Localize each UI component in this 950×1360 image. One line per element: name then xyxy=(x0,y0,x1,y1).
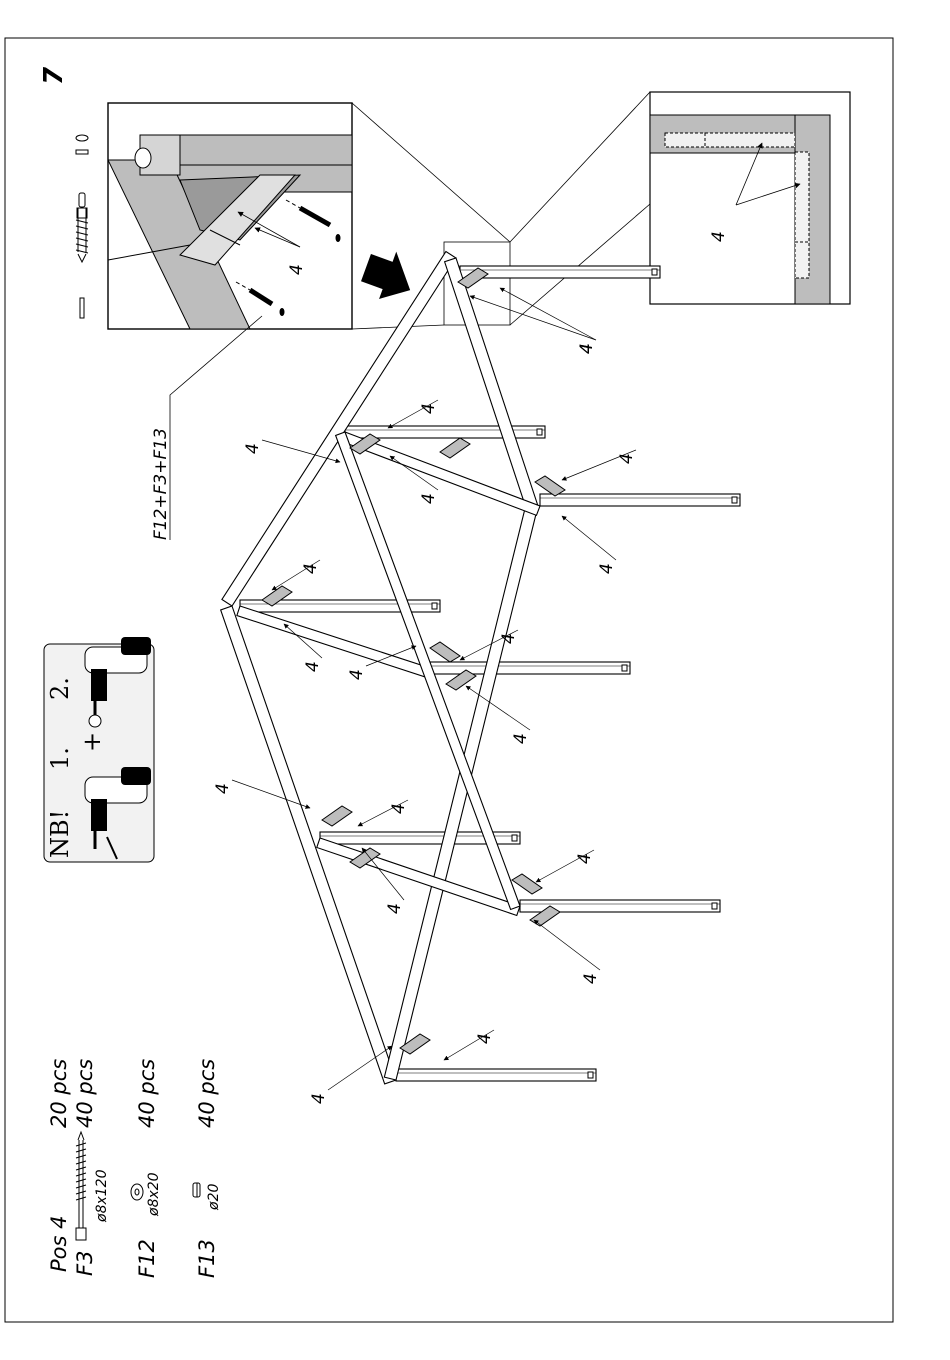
detail-callout-label: 4 xyxy=(287,264,307,275)
callout-label: 4 xyxy=(617,453,637,464)
callout-label: 4 xyxy=(597,563,617,574)
nb-heading: NB! xyxy=(46,810,74,858)
parts-list: Pos 4 20 pcs F3 ø8x120 40 pcs F12 ø8x20 … xyxy=(47,1059,222,1278)
parts-row-qty: 40 pcs xyxy=(135,1059,159,1128)
callout-label: 4 xyxy=(301,563,321,574)
callout-label: 4 xyxy=(577,343,597,354)
callout-leader xyxy=(500,288,596,340)
parts-row-spec: ø8x20 xyxy=(146,1172,162,1217)
leg-foot xyxy=(588,1072,593,1078)
parts-row-qty: 40 pcs xyxy=(73,1059,97,1128)
callout-label: 4 xyxy=(419,403,439,414)
leg-foot xyxy=(622,665,627,671)
callout-label: 4 xyxy=(511,733,531,744)
callout-label: 4 xyxy=(243,443,263,454)
corner-brace xyxy=(512,874,542,894)
zoom-line xyxy=(510,92,650,242)
zoom-line xyxy=(352,103,510,242)
detail-view-joint: 4 xyxy=(108,103,352,329)
corner-callout-label: 4 xyxy=(709,231,729,242)
callout-label: 4 xyxy=(419,493,439,504)
callout-label: 4 xyxy=(385,903,405,914)
leg-foot xyxy=(732,497,737,503)
beam xyxy=(445,258,538,510)
nb-plus: + xyxy=(78,732,106,752)
beam xyxy=(221,606,396,1084)
leg-post xyxy=(396,1069,596,1081)
callout-label: 4 xyxy=(475,1033,495,1044)
cap-icon xyxy=(193,1183,200,1197)
leg-foot xyxy=(537,429,542,435)
leg-foot xyxy=(512,835,517,841)
nb-box: NB! 1. + 2. xyxy=(44,637,154,862)
callout-leader xyxy=(534,920,600,970)
callout-label: 4 xyxy=(499,633,519,644)
callout-leader xyxy=(232,780,310,808)
step-number: 7 xyxy=(39,66,69,85)
corner-brace xyxy=(430,642,460,662)
detail-parts-label: F12+F3+F13 xyxy=(151,428,171,540)
leg-post xyxy=(540,494,740,506)
lag-screw-icon xyxy=(76,1132,86,1240)
direction-arrow xyxy=(358,245,420,307)
parts-row-qty: 40 pcs xyxy=(195,1059,219,1128)
parts-row-code: F13 xyxy=(195,1239,219,1278)
frame-assembly xyxy=(221,252,740,1084)
leg-foot xyxy=(432,603,437,609)
detail-view-corner: 4 xyxy=(650,92,850,304)
callout-label: 4 xyxy=(575,853,595,864)
beam xyxy=(384,503,538,1080)
corner-brace xyxy=(322,806,352,826)
leg-foot xyxy=(712,903,717,909)
leg-foot xyxy=(652,269,657,275)
callout-label: 4 xyxy=(389,803,409,814)
parts-header-qty: 20 pcs xyxy=(47,1059,71,1128)
nb-step2: 2. xyxy=(46,677,74,700)
callout-leader xyxy=(562,516,616,560)
parts-row-spec: ø8x120 xyxy=(94,1169,110,1223)
callout-label: 4 xyxy=(303,661,323,672)
exploded-fastener xyxy=(76,135,88,318)
leg-post xyxy=(460,266,660,278)
callout-label: 4 xyxy=(213,783,233,794)
parts-row-code: F3 xyxy=(73,1251,97,1276)
zoom-line xyxy=(510,204,650,325)
nb-step1: 1. xyxy=(46,747,74,770)
parts-header-code: Pos 4 xyxy=(47,1216,71,1273)
callout-leader xyxy=(470,296,596,340)
corner-brace xyxy=(440,438,470,458)
parts-row-spec: ø20 xyxy=(206,1184,222,1211)
corner-brace xyxy=(535,476,565,496)
callout-label: 4 xyxy=(309,1093,329,1104)
callout-label: 4 xyxy=(581,973,601,984)
parts-row-code: F12 xyxy=(135,1239,159,1278)
beam xyxy=(237,606,430,678)
leg-post xyxy=(430,662,630,674)
washer-icon xyxy=(131,1184,143,1200)
callout-label: 4 xyxy=(347,669,367,680)
